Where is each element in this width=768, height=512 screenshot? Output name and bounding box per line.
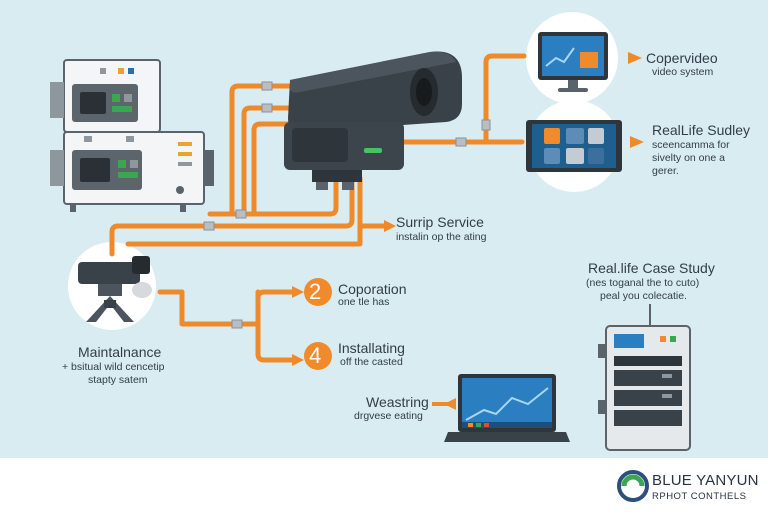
maintenance-title: Maintalnance <box>78 344 162 360</box>
connector-panel-camera-3 <box>251 121 295 217</box>
arrow-step2 <box>292 286 304 298</box>
step4-badge <box>304 342 332 370</box>
connector-panel-camera-2 <box>241 105 295 217</box>
step2-badge <box>304 278 332 306</box>
reallife-sudley-title: RealLife Sudley <box>652 122 751 138</box>
step2-subtitle: one tle has <box>338 296 390 308</box>
arrow-reallife <box>630 136 644 148</box>
reallife-sudley-line3: gerer. <box>652 165 679 177</box>
arrow-copervideo <box>628 52 642 64</box>
brand-tagline: RPHOT CONTHELS <box>652 491 747 502</box>
surrip-service-subtitle: instalin op the ating <box>396 231 487 243</box>
reallife-sudley-line1: sсeencamma for <box>652 139 730 151</box>
connector-clips <box>203 81 491 329</box>
connector-camera-smallcam-2 <box>125 175 363 247</box>
brand-logo-icon <box>617 470 649 502</box>
security-camera-icon <box>284 51 462 190</box>
tablet-icon <box>526 120 622 172</box>
connector-camera-smallcam <box>109 179 355 257</box>
small-camera-icon <box>78 256 152 322</box>
step4-subtitle: off the casted <box>340 356 403 368</box>
step4-number: 4 <box>309 343 322 368</box>
weastring-title: Weastring <box>366 394 429 410</box>
arrowheads <box>292 52 644 410</box>
weastring-subtitle: drgvese eating <box>354 410 423 422</box>
control-panel-icon <box>50 59 214 212</box>
arrow-surrip <box>384 220 396 232</box>
step2-title: Coporation <box>338 281 407 297</box>
connector-panel-camera-1 <box>229 83 295 217</box>
maintenance-line2: stapty satem <box>88 374 148 386</box>
connector-camera-monitor <box>401 53 527 145</box>
case-study-line1: (nes toganal the to cuto) <box>586 277 700 289</box>
laptop-icon <box>444 374 570 442</box>
brand-name: BLUE YANYUN <box>652 472 759 489</box>
reallife-sudley-line2: sivelty on one a <box>652 152 725 164</box>
maintenance-line1: + bsitual wild cencetip <box>62 361 165 373</box>
case-study-title: Real.life Case Study <box>588 260 715 276</box>
copervideo-title: Copervideo <box>646 50 718 66</box>
arrow-step4 <box>292 354 304 366</box>
connector-step4 <box>255 289 297 363</box>
connector-camera-base <box>207 175 339 217</box>
connector-smallcam-steps <box>157 289 261 327</box>
server-rack-icon <box>598 304 691 451</box>
monitor-icon <box>538 32 608 92</box>
surrip-service-title: Surrip Service <box>396 214 484 230</box>
step2-number: 2 <box>309 279 322 304</box>
copervideo-subtitle: video system <box>652 66 714 78</box>
case-study-line2: peal you colecatie. <box>600 290 687 302</box>
step4-title: Installating <box>338 340 405 356</box>
connector-step2 <box>255 289 297 301</box>
